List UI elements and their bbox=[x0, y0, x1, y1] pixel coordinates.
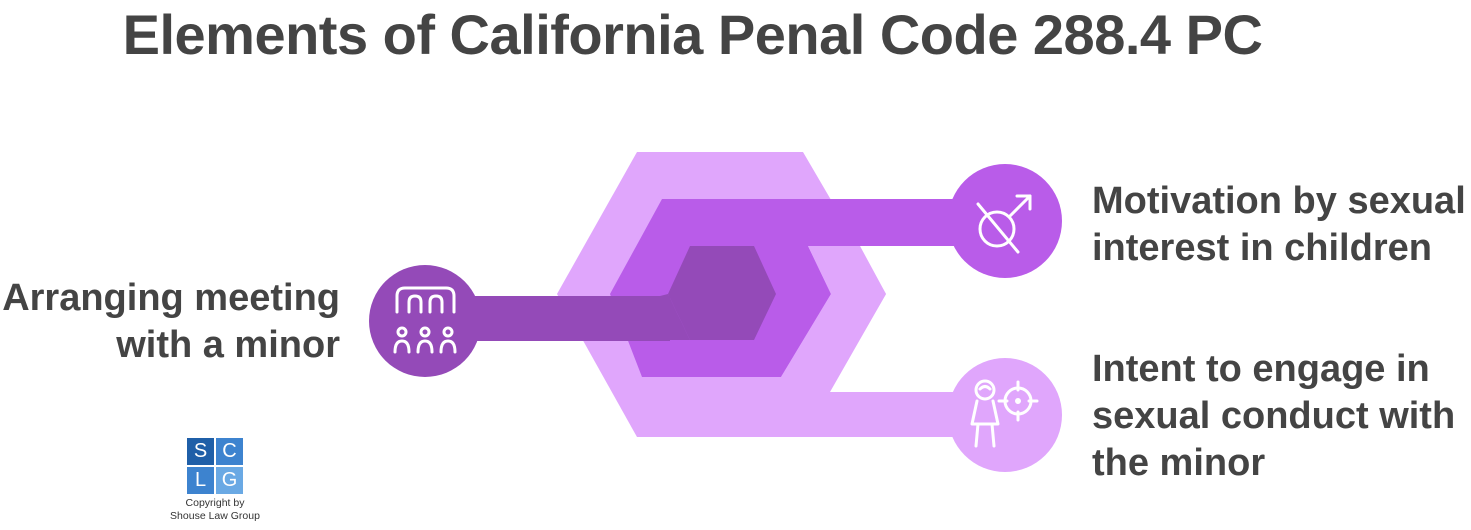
label-line: Motivation by sexual bbox=[1092, 180, 1466, 222]
logo-mark: S C L G bbox=[187, 438, 243, 494]
caption-line: Copyright by bbox=[185, 497, 245, 509]
inner-hexagon bbox=[668, 246, 776, 340]
label-line: sexual conduct with bbox=[1092, 395, 1456, 437]
upper-path-band bbox=[610, 199, 960, 377]
label-line: interest in children bbox=[1092, 227, 1432, 269]
page-title: Elements of California Penal Code 288.4 … bbox=[122, 3, 1263, 66]
copyright-caption: Copyright by Shouse Law Group bbox=[160, 497, 270, 523]
sclg-logo: S C L G Copyright by Shouse Law Group bbox=[160, 438, 270, 523]
label-motivation: Motivation by sexual interest in childre… bbox=[1092, 178, 1466, 272]
label-arranging-meeting: Arranging meeting with a minor bbox=[0, 275, 340, 369]
left-node-circle bbox=[369, 265, 481, 377]
label-intent: Intent to engage in sexual conduct with … bbox=[1092, 346, 1455, 487]
left-path-join bbox=[660, 294, 690, 340]
outer-chevron-notch bbox=[781, 246, 960, 437]
caption-line: Shouse Law Group bbox=[170, 510, 260, 522]
bottom-right-node-circle bbox=[948, 358, 1062, 472]
logo-letter: G bbox=[216, 467, 243, 494]
label-line: with a minor bbox=[116, 324, 340, 366]
meeting-group-icon bbox=[393, 286, 457, 354]
label-line: Arranging meeting bbox=[2, 277, 340, 319]
label-line: the minor bbox=[1092, 442, 1266, 484]
top-right-node-circle bbox=[948, 164, 1062, 278]
child-target-icon bbox=[970, 379, 1039, 448]
logo-letter: C bbox=[216, 438, 243, 465]
logo-letter: L bbox=[187, 467, 214, 494]
logo-letter: S bbox=[187, 438, 214, 465]
male-symbol-crossed-icon bbox=[976, 194, 1032, 254]
label-line: Intent to engage in bbox=[1092, 348, 1430, 390]
